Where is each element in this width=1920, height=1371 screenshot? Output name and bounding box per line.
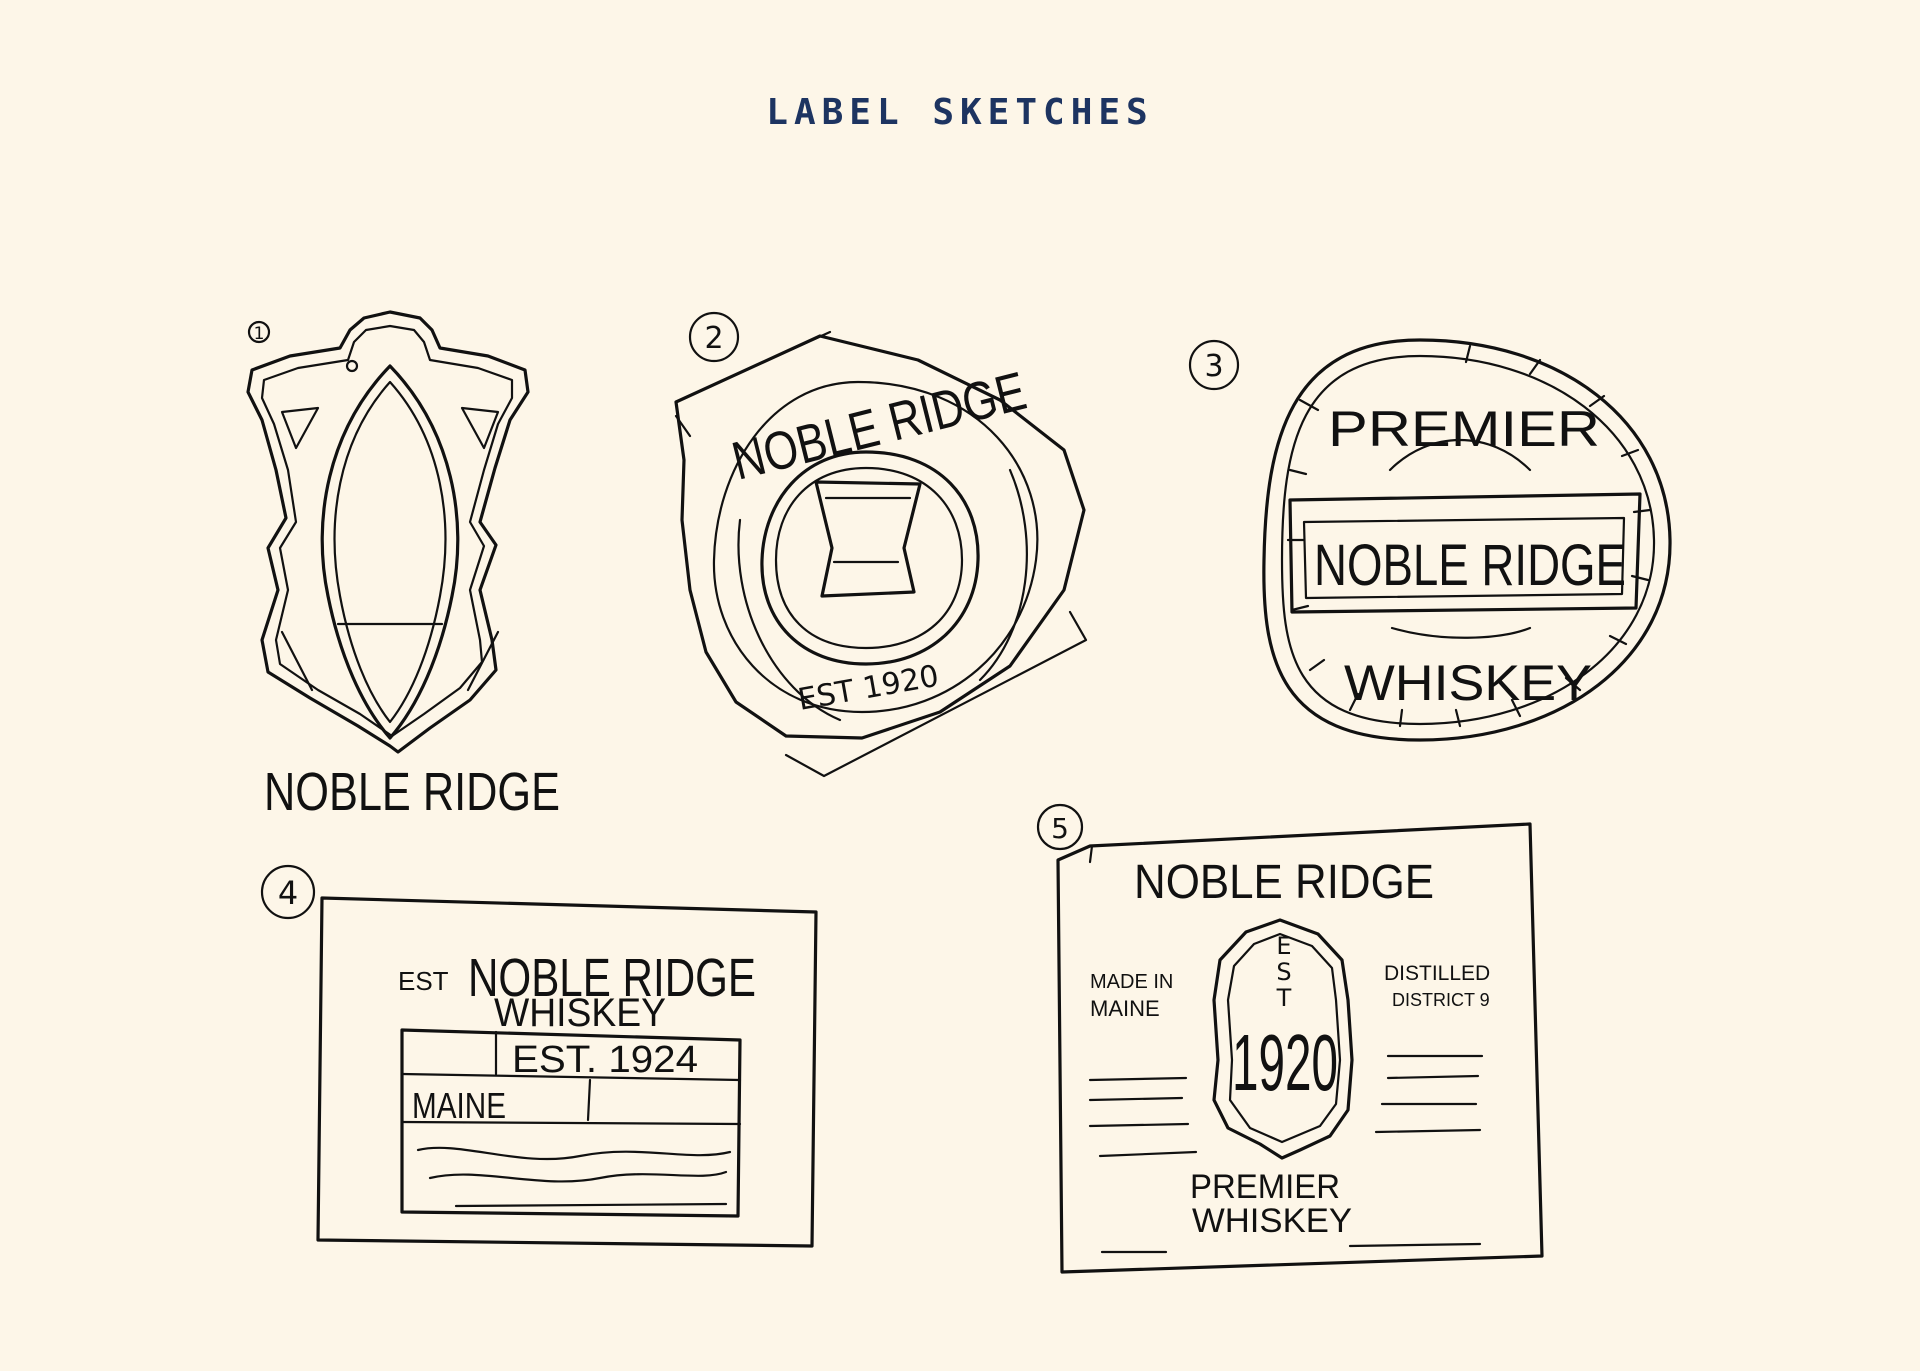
sketch-5-district: DISTRICT 9 bbox=[1392, 990, 1490, 1010]
sketch-2-badge bbox=[674, 330, 1088, 778]
sketch-5-whiskey: WHISKEY bbox=[1192, 1202, 1352, 1240]
sketch-4-number: 4 bbox=[278, 874, 298, 912]
sketch-1-brand: NOBLE RIDGE bbox=[264, 762, 560, 822]
sketch-5-premier: PREMIER bbox=[1190, 1168, 1340, 1206]
sketch-2-number: 2 bbox=[704, 321, 723, 356]
sketch-3: 3 PREMIER NOBLE RIDGE WHISKEY bbox=[1188, 338, 1672, 742]
sketch-2: 2 NOBLE RIDGE EST 1920 bbox=[674, 311, 1088, 778]
sketch-5-est-t: T bbox=[1276, 984, 1292, 1012]
sketch-1-shield bbox=[246, 310, 530, 754]
sketch-1-number: 1 bbox=[254, 324, 265, 344]
sketch-5-number-circle bbox=[1036, 803, 1084, 851]
sketch-2-est: EST 1920 bbox=[795, 659, 941, 718]
sketch-4-whiskey: WHISKEY bbox=[494, 991, 666, 1035]
page-title: LABEL SKETCHES bbox=[766, 92, 1154, 133]
sketch-5-brand: NOBLE RIDGE bbox=[1134, 856, 1434, 909]
sketch-2-number-circle bbox=[688, 311, 740, 363]
sketch-5-distilled: DISTILLED bbox=[1384, 962, 1490, 985]
sketch-5: 5 NOBLE RIDGE MADE IN MAINE DISTILLED DI… bbox=[1036, 803, 1544, 1274]
sketch-5-number: 5 bbox=[1051, 812, 1069, 845]
sketch-4-label bbox=[316, 896, 818, 1248]
sketch-4: 4 EST NOBLE RIDGE WHISKEY EST. 1924 MAIN… bbox=[260, 864, 818, 1248]
sketch-1-number-circle bbox=[247, 320, 271, 344]
sketch-3-premier: PREMIER bbox=[1328, 401, 1600, 457]
sketch-4-est-year: EST. 1924 bbox=[512, 1039, 698, 1081]
sketch-1: 1 NOBLE RIDGE bbox=[246, 310, 560, 822]
sketch-2-brand: NOBLE RIDGE bbox=[726, 361, 1032, 492]
sketch-4-maine: MAINE bbox=[412, 1085, 506, 1126]
sketch-3-brand: NOBLE RIDGE bbox=[1314, 533, 1626, 598]
sketch-5-est-e: E bbox=[1276, 932, 1291, 960]
sketch-4-brand: NOBLE RIDGE bbox=[468, 948, 756, 1008]
sketch-3-seal bbox=[1262, 338, 1672, 742]
sketch-5-maine: MAINE bbox=[1090, 996, 1160, 1021]
sketch-5-made-in: MADE IN bbox=[1090, 971, 1173, 993]
sketch-5-year: 1920 bbox=[1232, 1018, 1338, 1107]
sketch-4-number-circle bbox=[260, 864, 316, 920]
sketch-3-number: 3 bbox=[1204, 349, 1223, 384]
sketch-5-est-s: S bbox=[1276, 958, 1291, 986]
sketch-5-label bbox=[1056, 822, 1544, 1274]
sketch-4-est-small: EST bbox=[398, 966, 449, 996]
sketch-3-number-circle bbox=[1188, 339, 1240, 391]
sketch-3-whiskey: WHISKEY bbox=[1344, 655, 1592, 711]
